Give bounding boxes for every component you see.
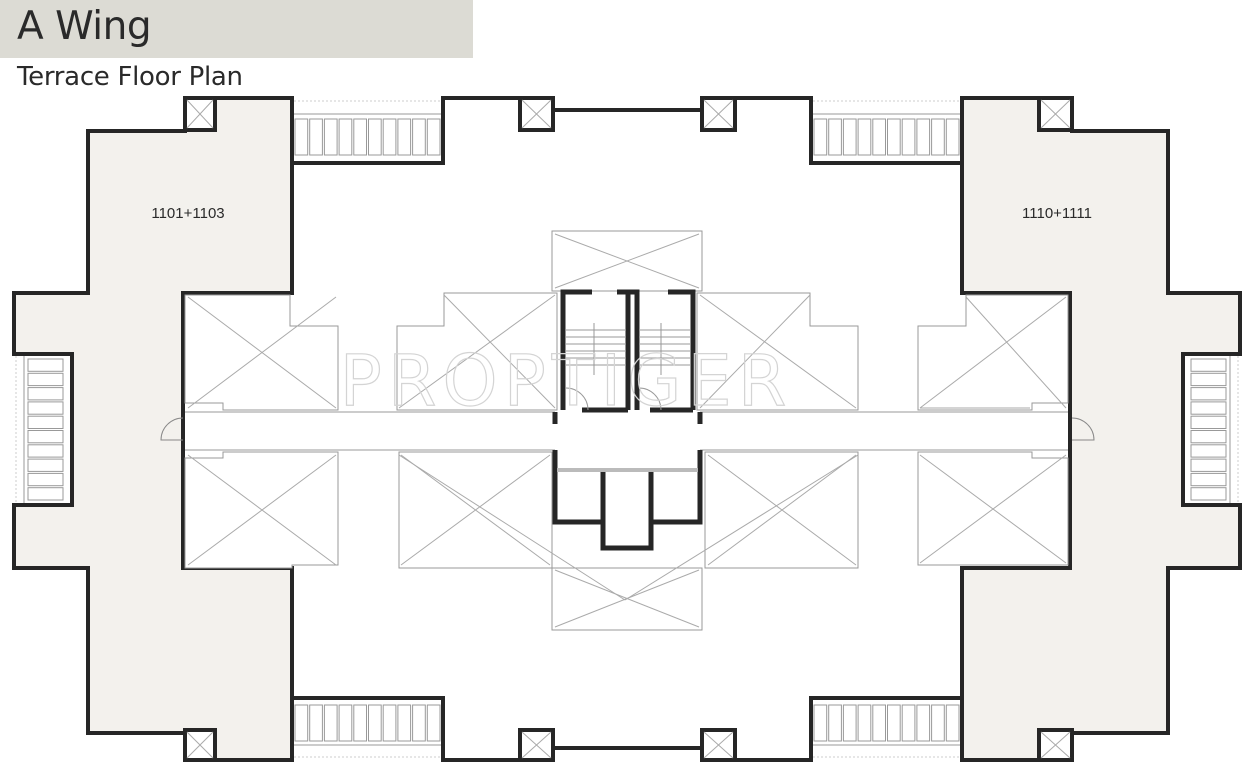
unit-label-right: 1110+1111: [1022, 205, 1092, 222]
balcony-railings: [15, 100, 1239, 758]
balcony-top-right: [813, 100, 960, 115]
right-terrace-unit: 1110+1111: [960, 96, 1242, 762]
door-left-icon: [160, 417, 184, 441]
core: [552, 289, 703, 551]
staircase-icon: [565, 323, 690, 411]
balcony-right-vertical: [1229, 356, 1239, 503]
cross-lines: [187, 233, 1067, 628]
balcony-left-vertical: [15, 356, 25, 503]
page-subtitle: Terrace Floor Plan: [17, 62, 243, 92]
title-band: [0, 0, 473, 58]
balcony-bottom-left: [294, 744, 441, 758]
hatch-band: [557, 468, 698, 472]
corridor: [185, 411, 1068, 451]
terrace-doors: [160, 417, 1095, 441]
balcony-top-left: [294, 100, 441, 115]
door-right-icon: [1071, 417, 1095, 441]
page-title: A Wing: [17, 4, 152, 49]
unit-label-left: 1101+1103: [151, 205, 224, 222]
balcony-bottom-right: [813, 744, 960, 758]
ducts: [183, 96, 1074, 762]
watermark: PROPTIGER: [340, 340, 793, 422]
top-wall: [292, 96, 962, 762]
